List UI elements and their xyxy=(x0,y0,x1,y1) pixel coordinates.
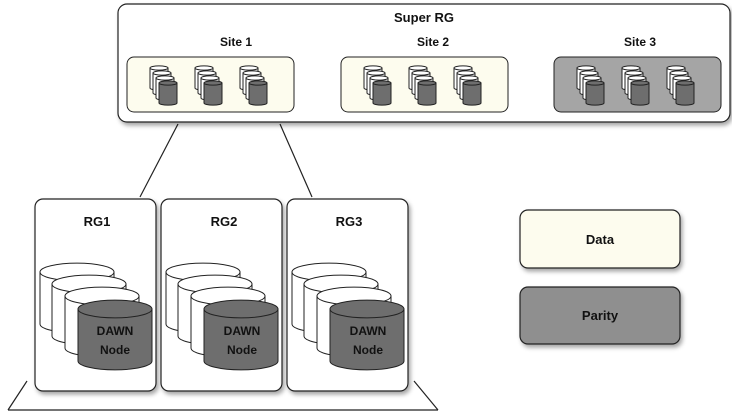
disk-icon xyxy=(203,80,223,106)
connector-right-lower xyxy=(413,380,439,411)
site-1-label: Site 1 xyxy=(220,35,252,49)
disk-icon xyxy=(372,80,392,106)
rg1-label: RG1 xyxy=(84,214,111,229)
site-2-label: Site 2 xyxy=(417,35,449,49)
rg3-node-label-line1: DAWN xyxy=(350,324,387,338)
disk-icon xyxy=(329,299,405,371)
disk-icon xyxy=(417,80,437,106)
rg-group: RG1 RG2 RG3 DAWN Node DAWN Node DAWN Node xyxy=(34,198,409,392)
rg3-node-label-line2: Node xyxy=(353,343,383,357)
connector-left-upper xyxy=(139,123,179,198)
site-3-label: Site 3 xyxy=(624,35,656,49)
connector-left-lower xyxy=(7,380,28,411)
disk-icon xyxy=(630,80,650,106)
disk-icon xyxy=(585,80,605,106)
legend-data-swatch xyxy=(519,209,681,269)
disk-icon xyxy=(462,80,482,106)
rg3-label: RG3 xyxy=(336,214,363,229)
disk-icon xyxy=(158,80,178,106)
rg2-node-label-line2: Node xyxy=(227,343,257,357)
super-rg-title: Super RG xyxy=(394,10,454,25)
connector-right-upper xyxy=(279,123,313,198)
disk-icon xyxy=(203,299,279,371)
legend-data-label: Data xyxy=(586,232,615,247)
super-rg-box: Super RG Site 1 Site 2 Site 3 xyxy=(117,3,731,123)
rg2-label: RG2 xyxy=(211,214,238,229)
rg1-node-label-line2: Node xyxy=(100,343,130,357)
mini-disk-stacks xyxy=(149,65,695,106)
disk-icon xyxy=(675,80,695,106)
rg1-node-label-line1: DAWN xyxy=(97,324,134,338)
disk-icon xyxy=(248,80,268,106)
disk-icon xyxy=(77,299,153,371)
legend-parity-swatch xyxy=(519,286,681,345)
dawn-node-stacks xyxy=(39,262,405,371)
legend: Data Parity xyxy=(519,209,681,345)
rg2-node-label-line1: DAWN xyxy=(224,324,261,338)
legend-parity-label: Parity xyxy=(582,308,619,323)
zoom-connector xyxy=(7,123,439,411)
